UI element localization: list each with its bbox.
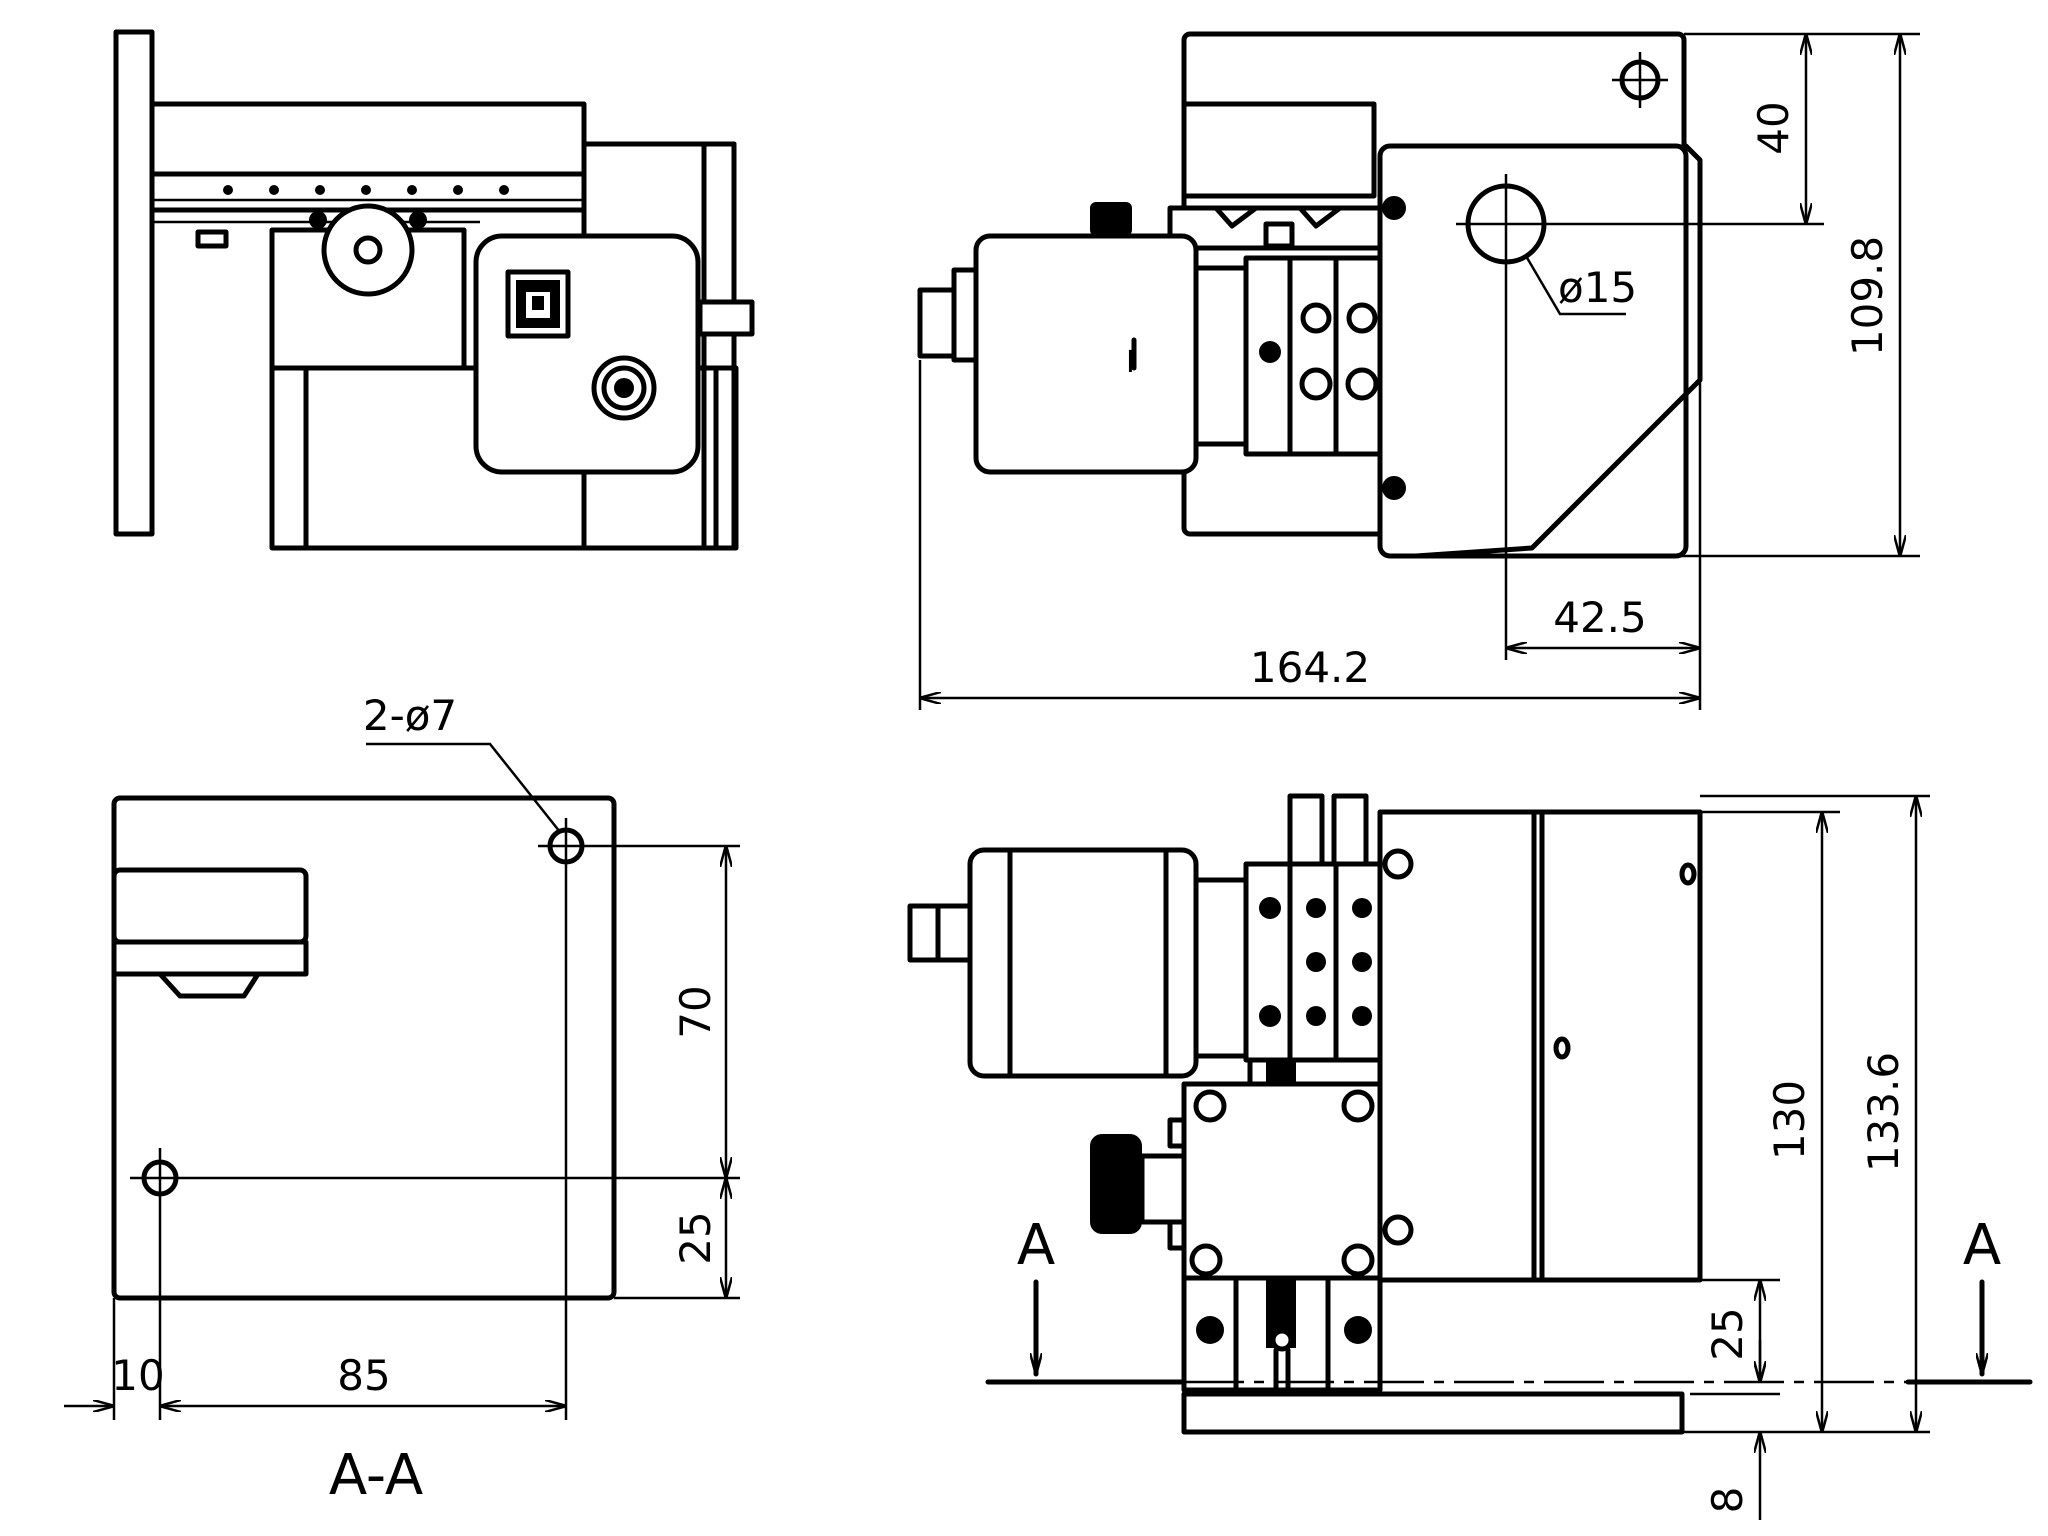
position-mark: I	[1126, 345, 1135, 380]
dim-40: 40	[1749, 101, 1798, 154]
top-left-view	[113, 29, 755, 551]
bottom-left-view: 2-ø7 70 25 10 85 A-A	[64, 691, 740, 1508]
dim-42-5: 42.5	[1553, 593, 1647, 642]
dim-10: 10	[111, 1351, 164, 1400]
dim-hole-15: ø15	[1558, 263, 1637, 312]
dim-2-holes-7: 2-ø7	[363, 691, 457, 740]
section-title: A-A	[329, 1443, 423, 1508]
dimension-lines-bottom-left	[64, 742, 726, 1406]
section-mark-left: A	[1017, 1213, 1055, 1278]
top-right-view: I 40 109.8 ø15 42.5 164.2	[917, 31, 1920, 710]
dim-25-left: 25	[671, 1211, 720, 1264]
screw-grid	[1259, 897, 1372, 1027]
scale-ticks	[223, 185, 509, 195]
dim-8: 8	[1703, 1487, 1752, 1514]
dim-130: 130	[1765, 1080, 1814, 1160]
dimension-lines-bottom-right	[1380, 794, 1930, 1520]
dim-25-right: 25	[1703, 1307, 1752, 1360]
dim-70: 70	[671, 985, 720, 1038]
dim-109-8: 109.8	[1843, 236, 1892, 356]
dim-164-2: 164.2	[1250, 643, 1370, 692]
section-mark-right: A	[1963, 1213, 2001, 1278]
knob-icon	[1090, 1134, 1142, 1234]
knob-icon	[321, 203, 415, 297]
dim-133-6: 133.6	[1859, 1052, 1908, 1172]
dim-85: 85	[337, 1351, 390, 1400]
section-line	[985, 1279, 2033, 1385]
bottom-right-view: A A 133.6 130 25 8	[907, 793, 2033, 1520]
dimension-lines-top-right	[918, 32, 1920, 710]
